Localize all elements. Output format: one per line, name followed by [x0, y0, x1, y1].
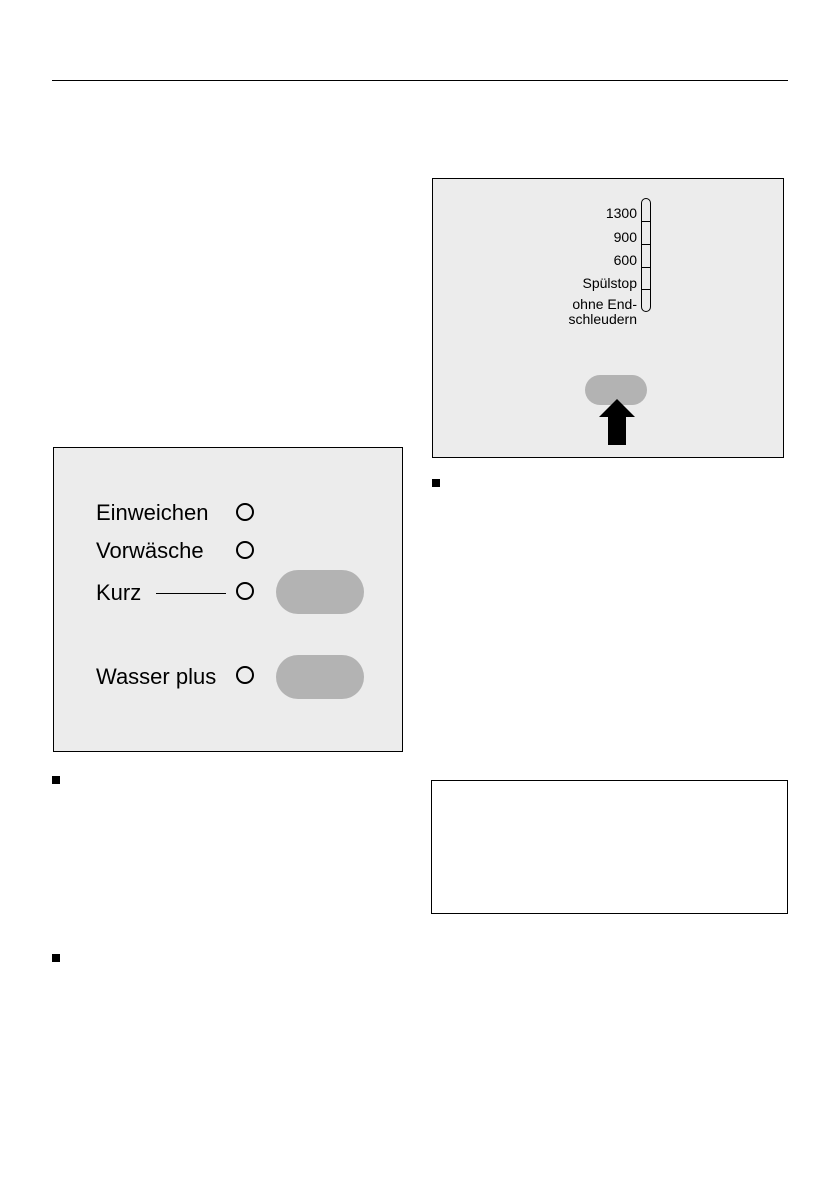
spin-bar-divider: [642, 267, 650, 268]
bullet-square: [52, 776, 60, 784]
spin-label-600: 600: [613, 252, 637, 268]
wasser-plus-button[interactable]: [276, 655, 364, 699]
kurz-connector-line: [156, 593, 226, 594]
spin-bar-divider: [642, 244, 650, 245]
bullet-square: [52, 954, 60, 962]
spin-label-spuelstop: Spülstop: [582, 275, 637, 291]
spin-bar-divider: [642, 221, 650, 222]
led-vorwaesche: [236, 541, 254, 559]
led-einweichen: [236, 503, 254, 521]
spin-bar-divider: [642, 289, 650, 290]
up-arrow-icon: [599, 399, 635, 445]
spin-speed-panel: 1300 900 600 Spülstop ohne End- schleude…: [432, 178, 784, 458]
option-label-kurz: Kurz: [96, 580, 142, 605]
spin-label-ohne-endschleudern: ohne End- schleudern: [568, 296, 638, 327]
led-kurz: [236, 582, 254, 600]
spin-label-900: 900: [613, 229, 637, 245]
program-options-panel: Einweichen Vorwäsche Kurz Wasser plus: [53, 447, 403, 752]
option-label-wasser-plus: Wasser plus: [96, 664, 217, 689]
bullet-square: [432, 479, 440, 487]
spin-label-1300: 1300: [605, 205, 637, 221]
kurz-button[interactable]: [276, 570, 364, 614]
option-label-einweichen: Einweichen: [96, 500, 209, 525]
spin-speed-indicator-bar: [641, 198, 651, 312]
led-wasser-plus: [236, 666, 254, 684]
note-box: [431, 780, 788, 914]
option-label-vorwaesche: Vorwäsche: [96, 538, 204, 563]
header-rule: [52, 80, 788, 81]
